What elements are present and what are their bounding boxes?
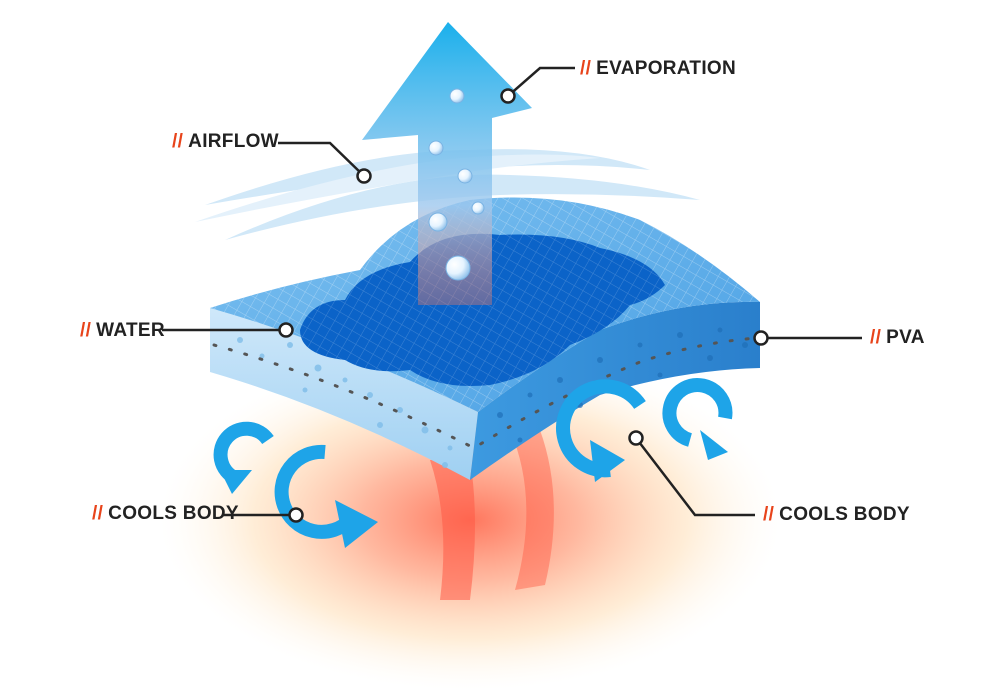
label-text: AIRFLOW [188, 131, 279, 152]
bubble-icon [428, 88, 485, 281]
water-puddle-mesh [300, 233, 665, 386]
label-prefix: // [580, 58, 592, 79]
label-water: //WATER [80, 320, 165, 342]
label-cools-body-right: //COOLS BODY [763, 504, 910, 526]
leader-dots [278, 88, 769, 523]
label-cools-body-left: //COOLS BODY [92, 503, 239, 525]
label-text: PVA [886, 327, 925, 348]
label-text: COOLS BODY [108, 503, 239, 524]
label-prefix: // [172, 131, 184, 152]
heat-streak [510, 430, 554, 590]
pva-pad-side [210, 308, 478, 480]
circular-arrow-head [220, 430, 728, 548]
heat-streak [430, 460, 475, 600]
label-text: EVAPORATION [596, 58, 736, 79]
leader-lines [162, 66, 862, 517]
pad-layer-line [212, 336, 760, 450]
label-evaporation: //EVAPORATION [580, 58, 736, 80]
label-airflow: //AIRFLOW [172, 131, 279, 153]
pad-speckles [237, 337, 453, 468]
label-text: WATER [96, 320, 165, 341]
label-text: COOLS BODY [779, 504, 910, 525]
airflow-waves [195, 149, 700, 240]
pad-speckles-front [497, 327, 748, 443]
label-prefix: // [763, 504, 775, 525]
label-prefix: // [80, 320, 92, 341]
label-prefix: // [870, 327, 882, 348]
circular-arrow-icon [213, 378, 733, 539]
label-pva: //PVA [870, 327, 925, 349]
up-arrow-icon [362, 22, 532, 305]
pva-pad-front [470, 301, 760, 480]
label-prefix: // [92, 503, 104, 524]
